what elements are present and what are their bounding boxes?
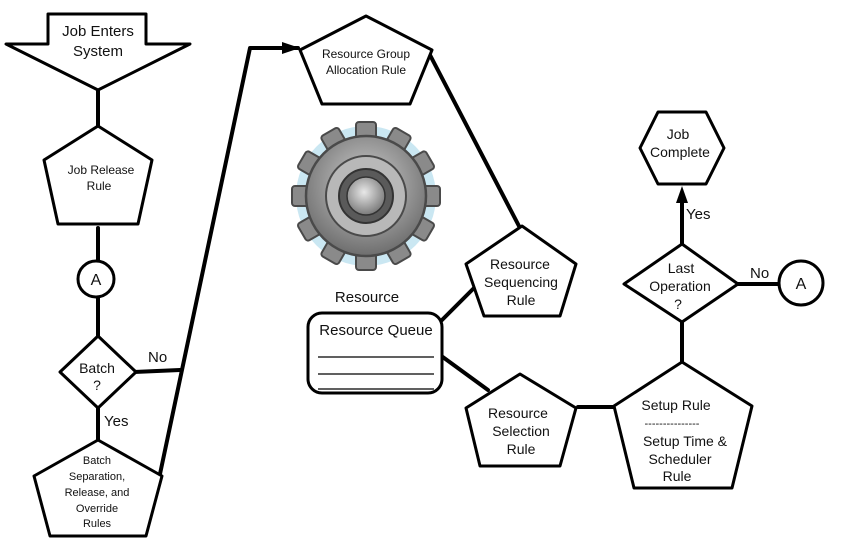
- node-batch-rules: Batch Separation, Release, and Override …: [32, 438, 164, 538]
- job-complete-line1: Job: [667, 126, 690, 142]
- batch-line1: Batch: [79, 360, 115, 376]
- node-resource-queue: Resource Queue: [306, 311, 444, 395]
- last-op-line3: ?: [674, 296, 682, 312]
- sequencing-line2: Sequencing: [484, 274, 558, 290]
- edge-queue-to-sequencing: [438, 286, 476, 324]
- edge-group-to-sequencing: [428, 53, 522, 230]
- selection-line2: Selection: [492, 423, 550, 439]
- batch-yes-label: Yes: [104, 413, 128, 430]
- batch-rules-line4: Override: [76, 503, 118, 515]
- setup-time-line3: Rule: [663, 468, 692, 484]
- resource-label: Resource: [335, 289, 399, 306]
- edge-batchrules-up: [158, 46, 300, 476]
- arrow-into-complete: [676, 186, 688, 203]
- job-release-line1: Job Release: [68, 163, 135, 177]
- gear-icon: [291, 121, 441, 271]
- setup-time-line1: Setup Time &: [643, 433, 728, 449]
- last-op-line2: Operation: [649, 278, 710, 294]
- selection-line1: Resource: [488, 405, 548, 421]
- edges: [96, 42, 782, 476]
- batch-rules-line5: Rules: [83, 518, 112, 530]
- node-last-operation: Last Operation ?: [622, 242, 740, 324]
- node-resource-group: Resource Group Allocation Rule: [298, 14, 434, 106]
- connector-a-right: A: [777, 259, 825, 307]
- sequencing-line3: Rule: [507, 292, 536, 308]
- resource-group-line2: Allocation Rule: [326, 63, 406, 77]
- setup-time-line2: Scheduler: [648, 451, 711, 467]
- resource-queue-label: Resource Queue: [319, 322, 432, 339]
- job-release-line2: Rule: [87, 179, 112, 193]
- node-resource-selection: Resource Selection Rule: [464, 372, 578, 468]
- arrow-into-resource-group: [282, 42, 300, 54]
- connector-a-right-label: A: [796, 276, 807, 293]
- last-yes-label: Yes: [686, 206, 710, 223]
- edge-batch-no: [132, 368, 182, 374]
- edge-queue-to-selection: [438, 353, 490, 392]
- resource-group-line1: Resource Group: [322, 47, 410, 61]
- connector-a-left-label: A: [91, 272, 102, 289]
- node-job-release: Job Release Rule: [42, 124, 154, 226]
- selection-line3: Rule: [507, 441, 536, 457]
- batch-rules-line1: Batch: [83, 455, 111, 467]
- node-setup-rule: Setup Rule --------------- Setup Time & …: [612, 360, 754, 490]
- batch-rules-line3: Release, and: [65, 487, 130, 499]
- job-enters-line1: Job Enters: [62, 23, 134, 40]
- last-no-label: No: [750, 265, 769, 282]
- gear-hub: [346, 176, 386, 216]
- node-job-complete: Job Complete: [638, 110, 726, 186]
- setup-divider: ---------------: [645, 418, 700, 430]
- node-job-enters: Job Enters System: [4, 12, 192, 92]
- node-resource-sequencing: Resource Sequencing Rule: [464, 224, 578, 318]
- sequencing-line1: Resource: [490, 256, 550, 272]
- batch-rules-line2: Separation,: [69, 471, 125, 483]
- node-batch-decision: Batch ?: [58, 334, 138, 410]
- batch-line2: ?: [93, 377, 101, 393]
- batch-no-label: No: [148, 349, 167, 366]
- last-op-line1: Last: [668, 260, 695, 276]
- job-enters-line2: System: [73, 43, 123, 60]
- job-complete-line2: Complete: [650, 144, 710, 160]
- setup-rule-label: Setup Rule: [641, 397, 710, 413]
- connector-a-left: A: [76, 259, 116, 299]
